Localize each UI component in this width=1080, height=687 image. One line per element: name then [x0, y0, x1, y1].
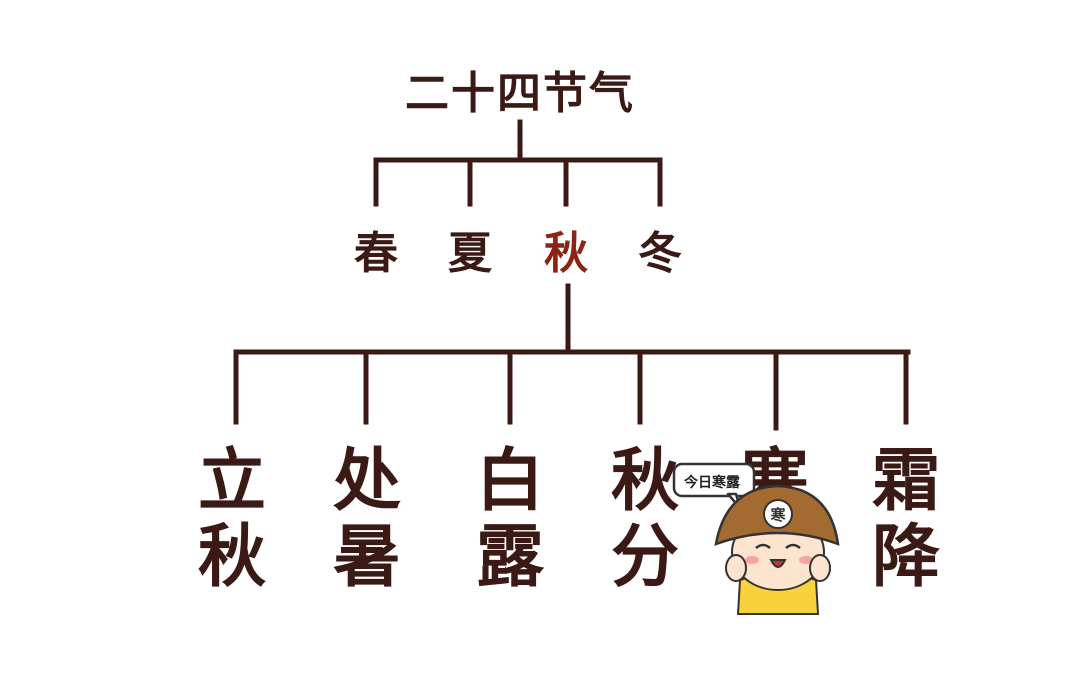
- term-char: 露: [475, 518, 544, 597]
- mascot-mouth: [769, 559, 787, 568]
- season-autumn: 秋: [544, 228, 588, 279]
- mascot-hand-left: [725, 554, 747, 582]
- mascot-eye-right: [785, 543, 801, 549]
- term-white-dew: 白 露: [465, 448, 555, 592]
- mascot-hand-right: [809, 554, 831, 582]
- term-frost-descent: 霜 降: [861, 448, 951, 592]
- root-title: 二十四节气: [405, 68, 635, 119]
- term-char: 降: [871, 518, 940, 597]
- term-char: 秋: [197, 518, 266, 597]
- term-char: 霜: [871, 442, 940, 521]
- term-char: 秋: [610, 442, 679, 521]
- season-spring: 春: [354, 228, 398, 279]
- hat-badge-text: 寒: [770, 506, 786, 524]
- term-char: 立: [197, 442, 266, 521]
- hat-badge-icon: [763, 499, 793, 529]
- mascot-eye-left: [755, 543, 771, 549]
- term-char: 分: [610, 518, 679, 597]
- term-autumn-equinox: 秋 分: [600, 448, 690, 592]
- term-char: 处: [332, 442, 401, 521]
- season-winter: 冬: [638, 228, 682, 279]
- speech-bubble-text: 今日寒露: [684, 475, 740, 491]
- mascot-illustration: 寒: [672, 462, 840, 615]
- term-end-of-heat: 处 暑: [322, 448, 412, 592]
- term-char: 白: [475, 442, 544, 521]
- term-start-of-autumn: 立 秋: [187, 448, 277, 592]
- season-summer: 夏: [448, 228, 492, 279]
- term-char: 暑: [332, 518, 401, 597]
